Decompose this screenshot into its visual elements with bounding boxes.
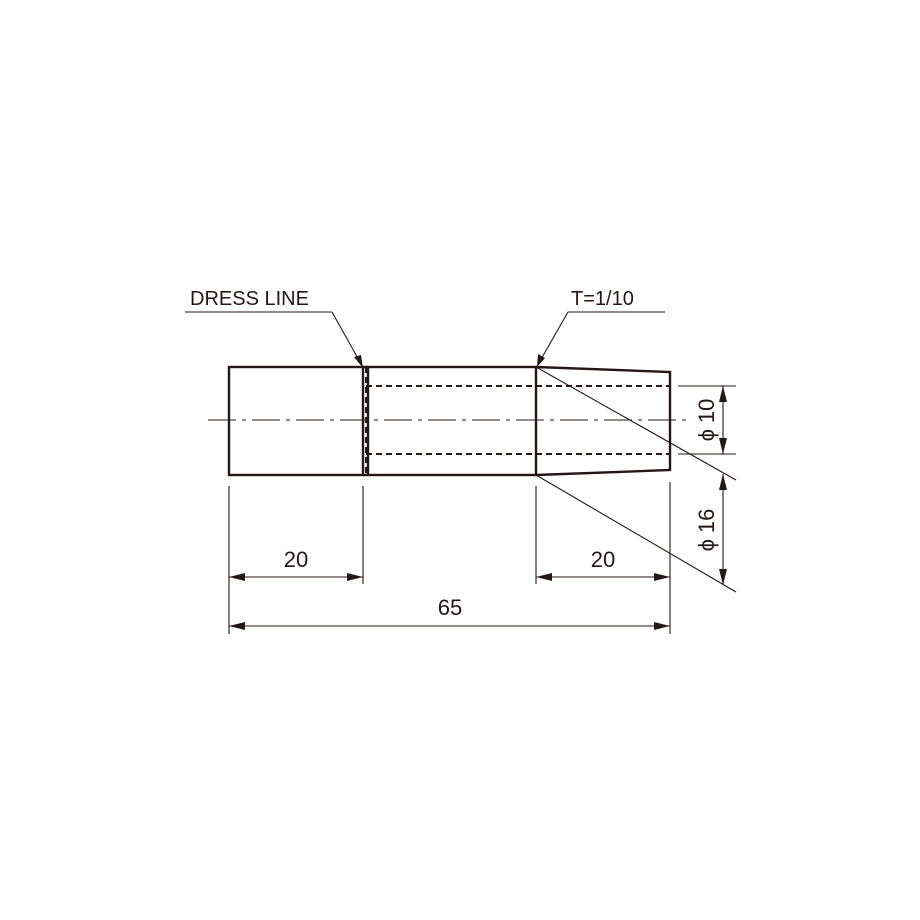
- dim-d16-arrow-top: [719, 474, 727, 490]
- diameter-symbol: ϕ: [694, 539, 719, 551]
- dim-d10-label: ϕ 10: [694, 399, 719, 442]
- taper-callout: T=1/10: [537, 288, 665, 367]
- left-cylinder: [227, 365, 365, 477]
- dress-line-callout: DRESS LINE: [185, 288, 363, 368]
- dim-total-value: 65: [438, 595, 462, 620]
- dim-right-arrow-start: [536, 573, 552, 581]
- dress-line-arrowhead: [354, 355, 363, 368]
- dimension-diameter-10: ϕ 10: [694, 386, 727, 454]
- tapered-end: [535, 365, 672, 477]
- dress-line-label: DRESS LINE: [190, 288, 309, 310]
- dim-d10-arrow-top: [719, 386, 727, 402]
- hidden-bore: [365, 367, 670, 475]
- middle-cylinder: [366, 365, 538, 477]
- taper-arrowhead: [537, 354, 545, 367]
- diameter-leader-bottom: [535, 474, 737, 593]
- dimension-total-65: 65: [229, 595, 670, 630]
- dim-d16-value: 16: [694, 509, 719, 533]
- taper-label: T=1/10: [571, 288, 634, 310]
- dress-line-leader: [331, 311, 361, 363]
- dimension-diameter-16: ϕ 16: [694, 474, 727, 585]
- dim-left-arrow-end: [347, 573, 363, 581]
- extension-lines: [228, 385, 736, 634]
- dim-left-arrow-start: [229, 573, 245, 581]
- dim-right-arrow-end: [654, 573, 670, 581]
- dimension-left-20: 20: [229, 547, 363, 581]
- dim-left-value: 20: [284, 547, 308, 572]
- dim-d16-arrow-bottom: [719, 569, 727, 585]
- dim-d10-value: 10: [694, 399, 719, 423]
- dimension-right-20: 20: [536, 547, 670, 581]
- dim-total-arrow-start: [229, 622, 245, 630]
- dim-d10-arrow-bottom: [719, 438, 727, 454]
- dim-total-arrow-end: [654, 622, 670, 630]
- part-outline: [227, 365, 672, 477]
- dim-right-value: 20: [591, 547, 615, 572]
- taper-leader: [539, 311, 569, 362]
- dim-d16-label: ϕ 16: [694, 509, 719, 552]
- diameter-symbol: ϕ: [694, 429, 719, 441]
- diameter-leader-top: [535, 366, 737, 481]
